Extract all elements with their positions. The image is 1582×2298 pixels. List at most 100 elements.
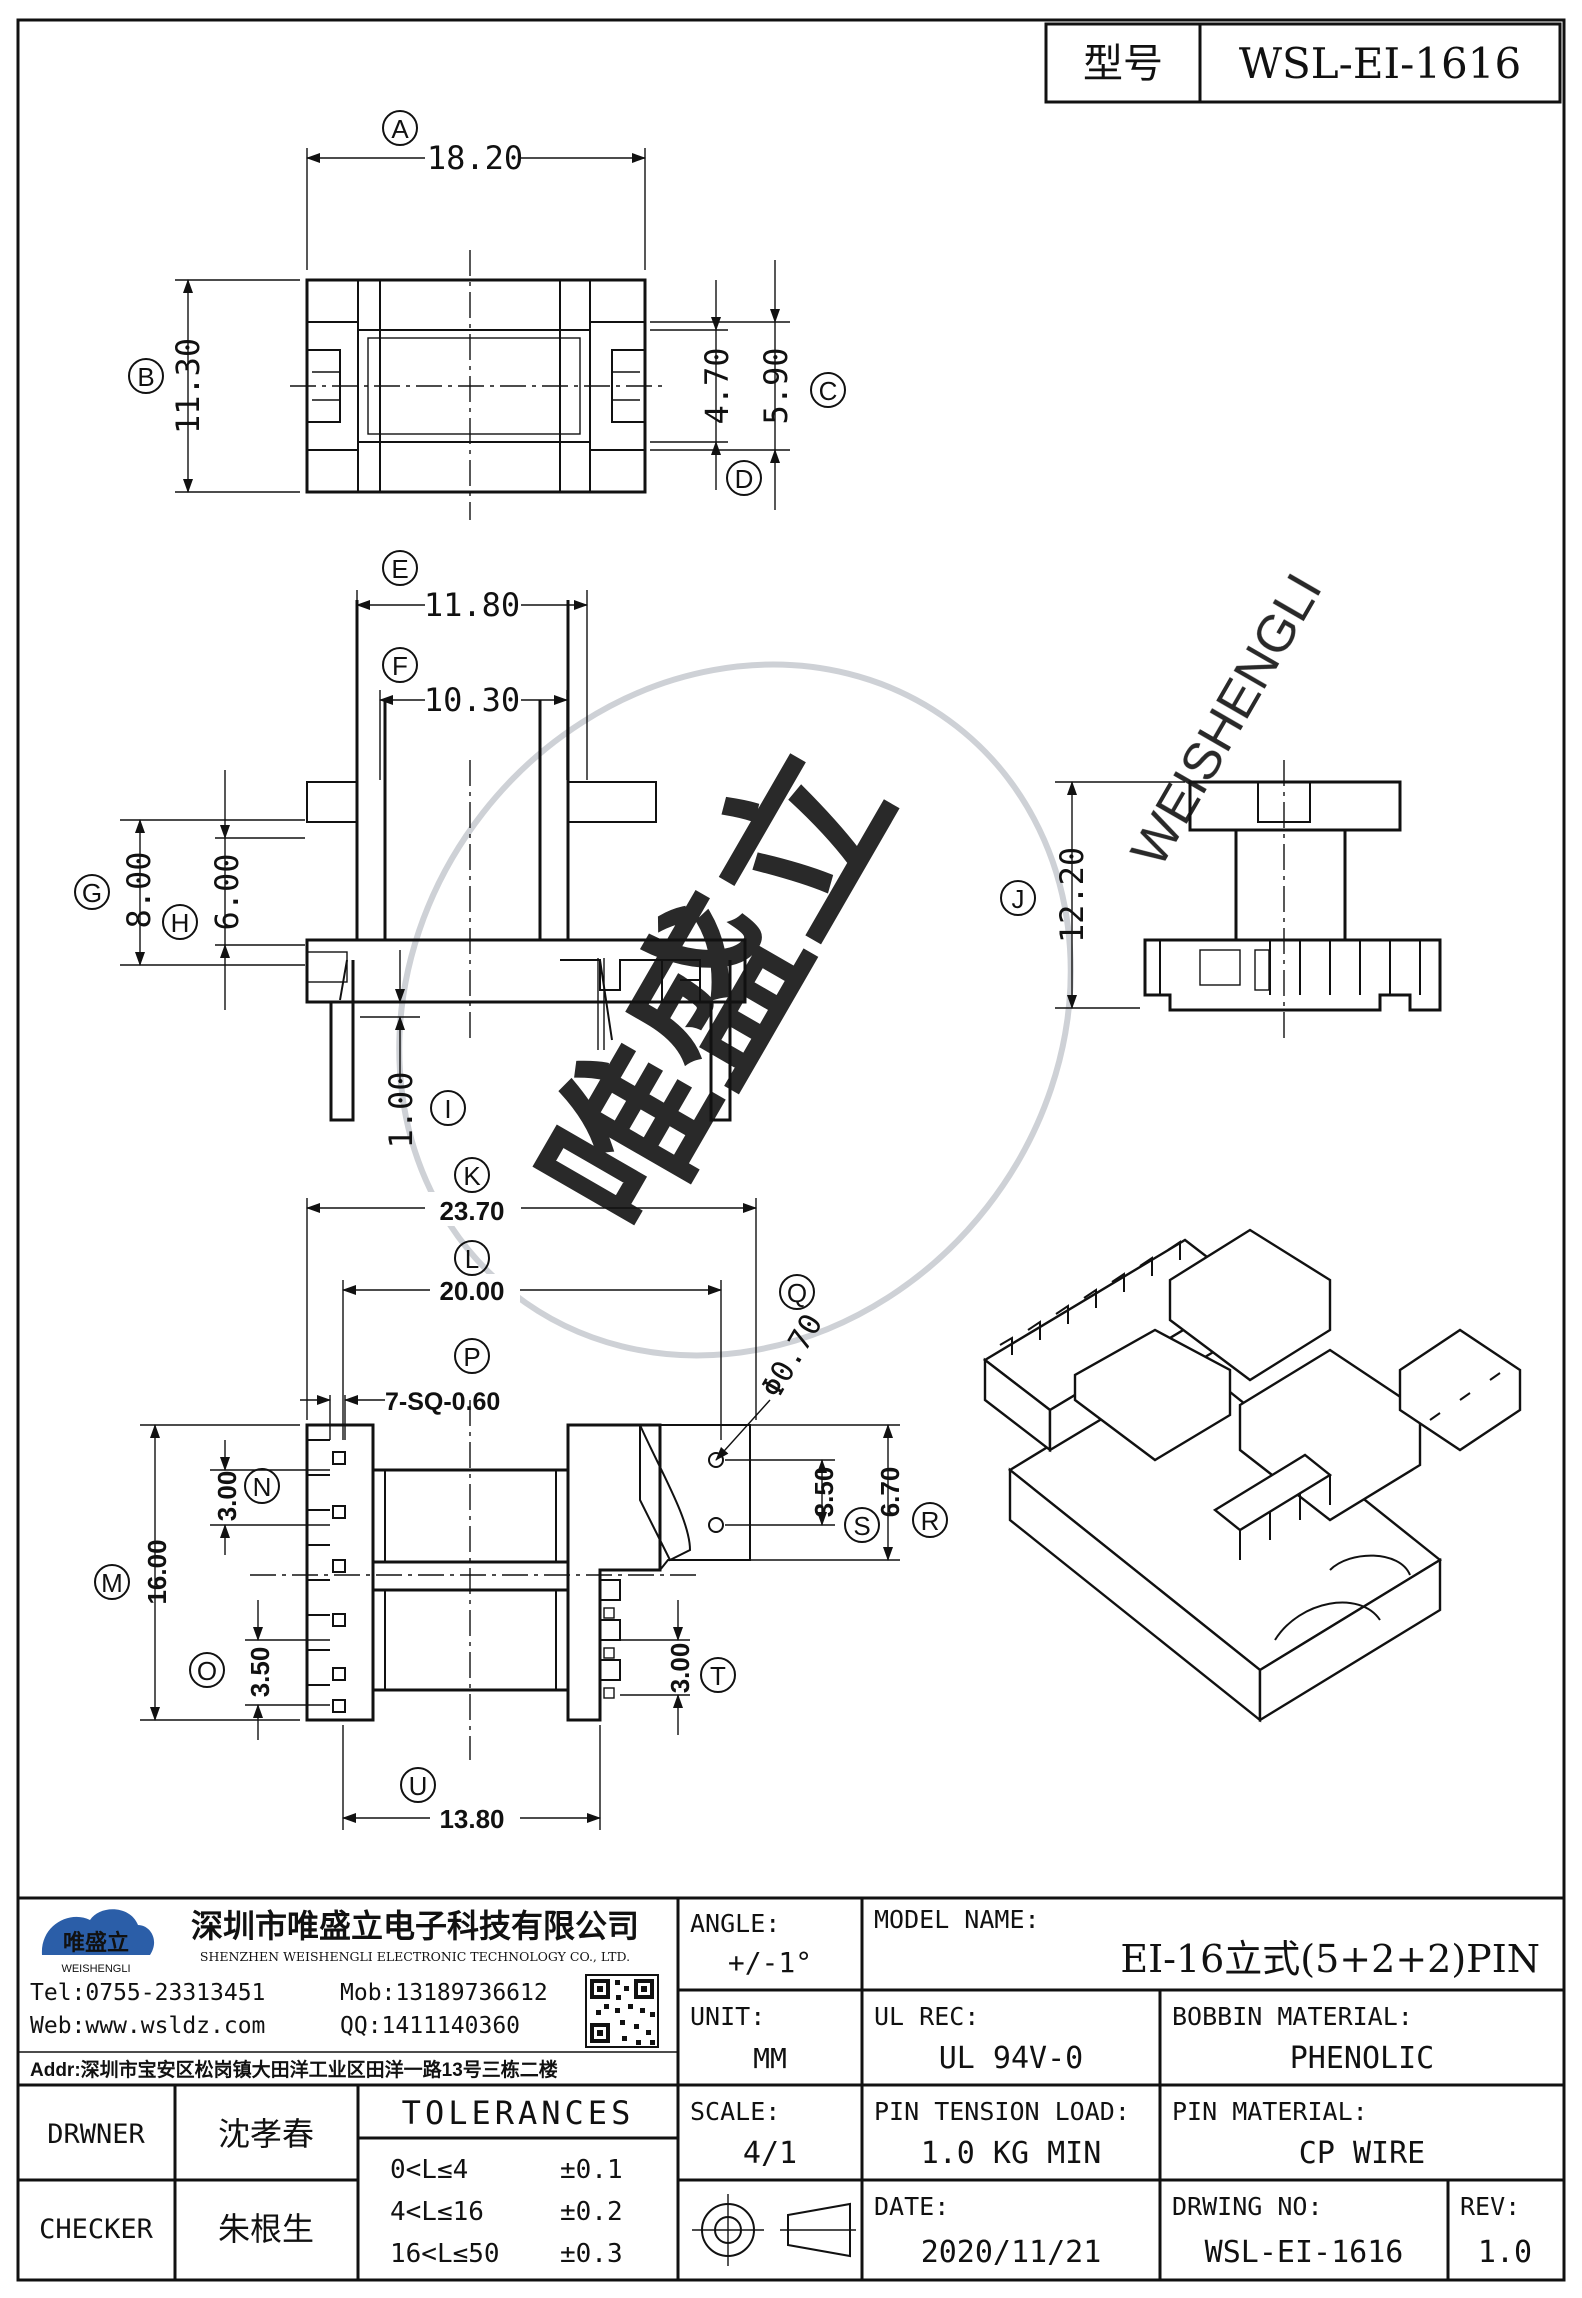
dim-O-tag: O — [197, 1656, 217, 1686]
dim-P: 7-SQ-0.60 P — [300, 1338, 500, 1440]
dim-G: 8.00 G — [74, 819, 305, 966]
tolerance-range: 0<L≤4 — [390, 2155, 468, 2185]
company-address: Addr:深圳市宝安区松岗镇大田洋工业区田洋一路13号三栋二楼 — [30, 2058, 558, 2081]
company-name-cn: 深圳市唯盛立电子科技有限公司 — [191, 1908, 639, 1944]
dim-F-tag: F — [392, 651, 408, 681]
dim-C: 5.90 C — [650, 260, 846, 510]
dim-U: 13.80 U — [342, 1725, 601, 1834]
dim-D-value: 4.70 — [698, 347, 736, 424]
dim-C-tag: C — [819, 376, 838, 406]
dim-K: 23.70 K — [306, 1157, 757, 1420]
company-info: 唯盛立 WEISHENGLI 深圳市唯盛立电子科技有限公司 SHENZHEN W… — [30, 1908, 659, 2081]
company-tel: Tel:0755-23313451 — [30, 1980, 265, 2006]
dim-I-value: 1.00 — [382, 1071, 420, 1148]
company-qq: QQ:1411140360 — [340, 2013, 520, 2039]
bottom-view — [250, 1400, 751, 1760]
dim-S-tag: S — [853, 1511, 870, 1541]
dim-P-tag: P — [463, 1342, 480, 1372]
dim-E: 11.80 E — [356, 550, 588, 780]
title-block — [18, 1896, 1564, 2280]
checker-label: CHECKER — [39, 2214, 154, 2245]
isometric-view — [982, 1228, 1522, 1723]
drawer-label: DRWNER — [47, 2119, 145, 2150]
dim-H-value: 6.00 — [208, 853, 246, 930]
tolerance-value: ±0.1 — [560, 2155, 623, 2185]
model-header-label: 型号 — [1083, 42, 1163, 86]
dim-J: 12.20 J — [1000, 781, 1185, 1009]
tolerances-label: TOLERANCES — [402, 2094, 635, 2132]
tolerance-value: ±0.3 — [560, 2239, 623, 2269]
pin-tension-label: PIN TENSION LOAD: — [874, 2097, 1130, 2126]
title-block-fields: ANGLE: +/-1° MODEL NAME: EI-16立式(5+2+2)P… — [39, 1905, 1540, 2270]
dim-R: 6.70 R — [750, 1424, 948, 1561]
tolerance-value: ±0.2 — [560, 2197, 623, 2227]
model-header-box: 型号 WSL-EI-1616 — [1044, 22, 1562, 104]
ul-rec-label: UL REC: — [874, 2002, 979, 2031]
model-name-label: MODEL NAME: — [874, 1905, 1040, 1934]
dim-N: 3.00 N — [210, 1440, 330, 1555]
qr-code — [585, 1974, 659, 2048]
company-logo-sub: WEISHENGLI — [61, 1963, 130, 1975]
bobbin-material-label: BOBBIN MATERIAL: — [1172, 2002, 1413, 2031]
ul-rec-value: UL 94V-0 — [939, 2041, 1084, 2076]
angle-label: ANGLE: — [690, 1909, 780, 1938]
sheet-border — [16, 18, 1566, 2282]
company-name-en: SHENZHEN WEISHENGLI ELECTRONIC TECHNOLOG… — [200, 1949, 630, 1964]
model-header-value: WSL-EI-1616 — [1239, 39, 1521, 88]
watermark-brand-cn: 唯盛立 — [507, 722, 927, 1259]
company-mob: Mob:13189736612 — [340, 1980, 548, 2006]
dim-K-tag: K — [463, 1161, 481, 1191]
unit-label: UNIT: — [690, 2002, 765, 2031]
dim-L-value: 20.00 — [439, 1276, 504, 1306]
dim-U-tag: U — [409, 1771, 428, 1801]
dim-R-value: 6.70 — [875, 1467, 905, 1518]
date-value: 2020/11/21 — [921, 2235, 1102, 2270]
dim-P-value: 7-SQ-0.60 — [385, 1388, 500, 1416]
dim-M-value: 16.00 — [142, 1539, 172, 1604]
dim-O-value: 3.50 — [245, 1647, 275, 1698]
scale-label: SCALE: — [690, 2097, 780, 2126]
rev-value: 1.0 — [1478, 2235, 1532, 2270]
dim-T-tag: T — [710, 1661, 726, 1691]
dim-H: 6.00 H — [162, 770, 305, 1010]
dim-N-tag: N — [253, 1472, 272, 1502]
dim-F: 10.30 F — [379, 647, 568, 780]
dim-C-value: 5.90 — [757, 347, 795, 424]
dim-M: 16.00 M — [94, 1424, 300, 1721]
model-name-value: EI-16立式(5+2+2)PIN — [1120, 1937, 1540, 1981]
dim-S: 3.50 S — [725, 1459, 880, 1543]
dim-J-value: 12.20 — [1053, 847, 1091, 943]
dim-S-value: 3.50 — [809, 1467, 839, 1518]
company-web: Web:www.wsldz.com — [30, 2013, 265, 2039]
pin-squares-left — [332, 1451, 346, 1713]
company-logo: 唯盛立 WEISHENGLI — [41, 1909, 155, 1975]
unit-value: MM — [753, 2042, 787, 2075]
dim-E-value: 11.80 — [424, 586, 520, 624]
dim-F-value: 10.30 — [424, 681, 520, 719]
dim-B-tag: B — [137, 362, 154, 392]
dim-L: 20.00 L — [342, 1240, 722, 1440]
dim-D-tag: D — [735, 464, 754, 494]
dim-H-tag: H — [171, 908, 190, 938]
dim-I-tag: I — [444, 1094, 451, 1124]
dim-A: 18.20 A — [306, 110, 646, 270]
dim-E-tag: E — [391, 554, 408, 584]
scale-value: 4/1 — [743, 2136, 797, 2171]
dim-G-tag: G — [82, 878, 102, 908]
dim-T: 3.00 T — [620, 1600, 736, 1735]
bobbin-material-value: PHENOLIC — [1290, 2041, 1435, 2076]
drawing-no-value: WSL-EI-1616 — [1205, 2235, 1404, 2270]
projection-symbol — [692, 2194, 856, 2266]
dim-B-value: 11.30 — [169, 338, 207, 434]
dim-T-value: 3.00 — [665, 1643, 695, 1694]
pin-material-value: CP WIRE — [1299, 2136, 1425, 2171]
dim-I: 1.00 I — [360, 950, 466, 1149]
dim-O: 3.50 O — [189, 1600, 330, 1740]
side-view — [1143, 760, 1442, 1040]
dim-B: 11.30 B — [128, 279, 300, 493]
tolerance-range: 16<L≤50 — [390, 2239, 500, 2269]
dim-M-tag: M — [101, 1568, 123, 1598]
rev-label: REV: — [1460, 2192, 1520, 2221]
dim-D: 4.70 D — [650, 280, 762, 496]
dim-A-value: 18.20 — [427, 139, 523, 177]
